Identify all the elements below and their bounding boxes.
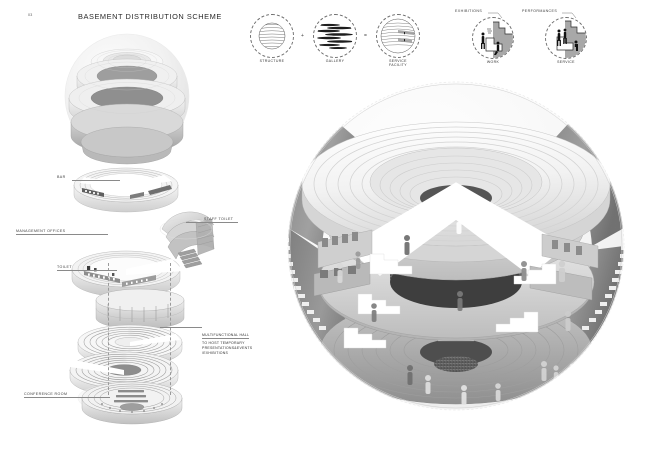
service-outer-circle [545,17,587,59]
program-tag-performances: PERFORMANCES [522,9,558,13]
gallery-outer-circle [313,14,357,58]
multifunctional-note-line3: /EXHIBITIONS [202,351,229,356]
multifunctional-note-line2: PRESENTATIONS&EVENTS [202,346,253,351]
callout-conference-room: CONFERENCE ROOM [24,392,68,396]
gallery-glyph [317,23,353,49]
page-title: BASEMENT DISTRIBUTION SCHEME [78,12,222,21]
program-tag-exhibitions: EXHIBITIONS [455,9,483,13]
callout-management-offices-leader [16,234,108,235]
callout-toilet-leader [57,270,117,271]
concept-label-work: WORK [486,60,500,64]
concept-strip: STRUCTURE + GALLE [0,0,650,90]
exploded-level-conference [81,381,183,425]
concept-label-service: SERVICE [557,60,575,64]
concept-label-gallery: GALLERY [325,59,345,63]
service-glyph [556,20,586,58]
level-top-terrace [301,121,611,276]
multifunctional-note: MULTIFUNCTIONAL HALL TO HOST TEMPORARY P… [202,323,294,356]
structure-glyph [258,22,286,50]
exploded-level-bar [73,167,179,213]
concept-label-service-facility: SERVICE FACILITY [389,59,407,68]
assembled-sphere [64,33,190,165]
callout-conference-room-leader [24,397,110,398]
callout-staff-toilet-leader [186,222,238,223]
multifunctional-note-line1: TO HOST TEMPORARY [202,341,245,345]
callout-bar-leader [72,180,120,181]
exhibitions-leader [488,12,503,19]
work-outer-circle [472,17,514,59]
exploded-level-toilet [95,288,185,330]
alignment-guide-right [170,263,171,395]
service-facility-glyph [380,18,416,54]
exploded-level-management [71,250,184,298]
main-render-svg [286,80,626,412]
operator-plus: + [301,33,304,39]
structure-outer-circle [250,14,294,58]
service-facility-outer-circle [376,14,420,58]
exploded-diagram [0,20,260,440]
exploded-circulation-core [159,211,215,269]
page-number: 03 [28,13,33,17]
callout-toilet: TOILET [57,265,72,269]
multifunctional-note-heading: MULTIFUNCTIONAL HALL [202,333,250,340]
callout-management-offices: MANAGEMENT OFFICES [16,229,66,233]
work-glyph [481,21,513,58]
concept-label-structure: STRUCTURE [259,59,285,63]
multifunctional-note-leader [160,327,202,328]
alignment-guide-left [108,263,109,395]
stairs-left [343,253,413,349]
main-render [262,78,650,418]
performances-leader [562,12,577,19]
callout-bar: BAR [57,175,66,179]
operator-equals: = [364,33,367,39]
callout-staff-toilet: STAFF TOILET [204,217,234,221]
